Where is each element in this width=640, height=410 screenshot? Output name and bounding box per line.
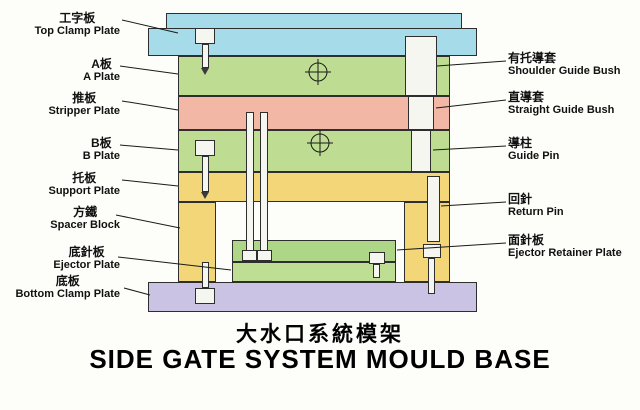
guide-pin — [411, 130, 431, 172]
label-zh: 回針 — [508, 192, 533, 206]
label-zh: 方鐵 — [73, 205, 98, 219]
label-zh: 底板 — [55, 274, 80, 288]
label-zh: 推板 — [72, 91, 97, 105]
cap-screw-top-left-head — [195, 28, 215, 44]
label-left-support-plate: 托板 Support Plate — [48, 172, 120, 198]
cap-screw-bottom-right-head — [423, 244, 441, 258]
label-zh: A板 — [91, 57, 112, 71]
label-en: Stripper Plate — [48, 105, 120, 117]
label-en: Support Plate — [48, 185, 120, 197]
cap-screw-b-plate-head — [195, 140, 215, 156]
label-left-bottom-clamp-plate: 底板 Bottom Clamp Plate — [15, 275, 120, 301]
ejector-pin-head — [242, 250, 257, 261]
label-en: Spacer Block — [50, 219, 120, 231]
cap-screw-top-left-tip — [201, 68, 209, 75]
label-en: A Plate — [83, 71, 120, 83]
title-en: SIDE GATE SYSTEM MOULD BASE — [89, 344, 551, 374]
label-left-b-plate: B板 B Plate — [83, 137, 120, 163]
ejector-pin — [260, 112, 268, 252]
label-zh: 導柱 — [508, 136, 533, 150]
top-clamp-plate-upper — [166, 13, 462, 29]
shoulder-guide-bush — [405, 36, 437, 96]
label-right-return-pin: 回針 Return Pin — [508, 193, 564, 219]
label-zh: 托板 — [72, 171, 97, 185]
label-en: Ejector Retainer Plate — [508, 247, 622, 259]
label-en: B Plate — [82, 150, 120, 162]
label-right-straight-guide-bush: 直導套 Straight Guide Bush — [508, 91, 614, 117]
cap-screw-b-plate-tip — [201, 192, 209, 199]
cap-screw-bottom-left-shaft — [202, 262, 209, 288]
ejector-pin — [246, 112, 254, 252]
label-zh: 面針板 — [508, 233, 545, 247]
label-zh: 工字板 — [59, 11, 96, 25]
cap-screw-bottom-left-head — [195, 288, 215, 304]
title-zh: 大水口系統模架 — [236, 323, 404, 346]
label-zh: 底針板 — [68, 245, 105, 259]
cap-screw-top-left-shaft — [202, 44, 209, 68]
return-pin — [427, 176, 440, 242]
support-plate — [178, 172, 450, 202]
label-zh: 直導套 — [508, 90, 545, 104]
cap-screw-ejector-shaft — [373, 264, 380, 278]
label-zh: 有托導套 — [508, 51, 557, 65]
label-en: Guide Pin — [508, 150, 560, 162]
label-en: Ejector Plate — [53, 259, 120, 271]
stripper-plate — [178, 96, 450, 130]
label-left-stripper-plate: 推板 Stripper Plate — [48, 92, 120, 118]
label-left-spacer-block: 方鐵 Spacer Block — [50, 206, 120, 232]
cap-screw-ejector-head — [369, 252, 385, 264]
cap-screw-bottom-right-shaft — [428, 258, 435, 294]
ejector-retainer-plate — [232, 240, 396, 262]
ejector-pin-head — [257, 250, 272, 261]
ejector-plate — [232, 262, 396, 282]
b-plate — [178, 130, 450, 172]
label-zh: B板 — [91, 136, 112, 150]
spacer-block-left — [178, 202, 216, 282]
cap-screw-b-plate-shaft — [202, 156, 209, 192]
label-en: Shoulder Guide Bush — [508, 65, 621, 77]
label-en: Top Clamp Plate — [34, 25, 120, 37]
label-left-a-plate: A板 A Plate — [83, 58, 120, 84]
label-right-shoulder-guide-bush: 有托導套 Shoulder Guide Bush — [508, 52, 620, 78]
label-en: Bottom Clamp Plate — [15, 288, 120, 300]
label-en: Straight Guide Bush — [508, 104, 615, 116]
straight-guide-bush — [408, 96, 434, 130]
label-left-ejector-plate: 底針板 Ejector Plate — [53, 246, 120, 272]
label-right-ejector-retainer-plate: 面針板 Ejector Retainer Plate — [508, 234, 622, 260]
label-en: Return Pin — [508, 206, 564, 218]
label-right-guide-pin: 導柱 Guide Pin — [508, 137, 559, 163]
label-left-top-clamp-plate: 工字板 Top Clamp Plate — [35, 12, 120, 38]
